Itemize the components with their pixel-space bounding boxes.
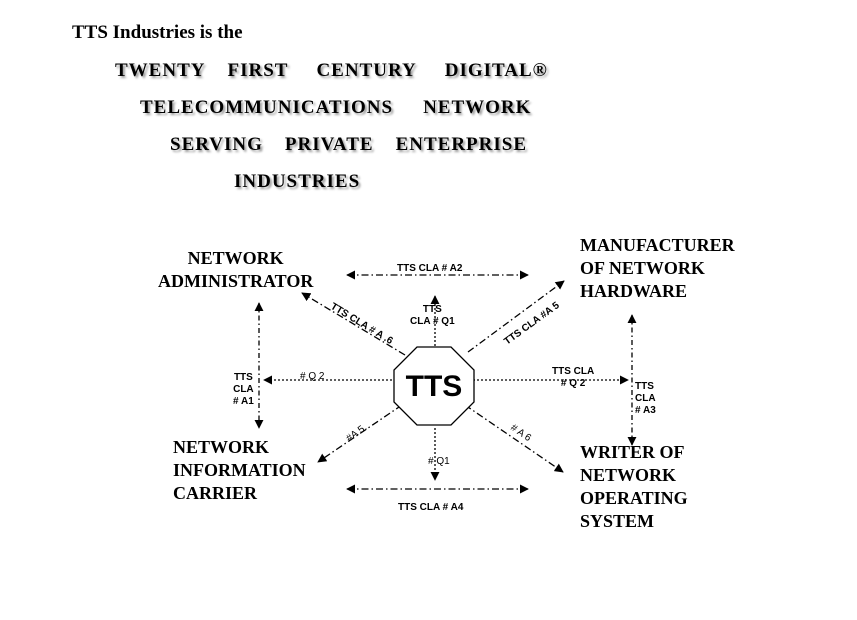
node-line: SYSTEM xyxy=(580,511,655,531)
heading-line-3: SERVING PRIVATE ENTERPRISE xyxy=(170,134,527,156)
label-line: TTS xyxy=(422,304,442,315)
node-line: CARRIER xyxy=(173,483,258,503)
heading-word: SERVING xyxy=(170,134,263,155)
heading-word: INDUSTRIES xyxy=(234,171,361,192)
label-a5-upper: TTS CLA #A 5 xyxy=(502,300,562,348)
heading-word: CENTURY xyxy=(316,60,417,81)
label-a1: TTS CLA # A1 xyxy=(233,372,254,408)
link-a5-lower xyxy=(317,404,403,463)
heading-word: DIGITAL® xyxy=(444,60,548,81)
node-os-writer: WRITER OF NETWORK OPERATING SYSTEM xyxy=(580,441,688,533)
node-manufacturer: MANUFACTURER OF NETWORK HARDWARE xyxy=(580,234,735,303)
heading-word: FIRST xyxy=(227,60,289,81)
heading-word: NETWORK xyxy=(423,97,532,118)
node-network-administrator: NETWORK ADMINISTRATOR xyxy=(158,247,313,293)
label-line: # A1 xyxy=(233,396,254,407)
label-line: CLA # Q1 xyxy=(410,316,455,327)
node-line: ADMINISTRATOR xyxy=(158,271,314,291)
label-a6-upper: TTS CLA # A .6 xyxy=(328,301,395,347)
label-a5-lower: #A 5. xyxy=(344,422,369,444)
label-a4: TTS CLA # A4 xyxy=(398,502,464,513)
heading-line-2: TELECOMMUNICATIONS NETWORK xyxy=(140,97,531,119)
label-a3: TTS CLA # A3 xyxy=(635,381,656,417)
link-a6-upper xyxy=(301,292,406,356)
node-line: INFORMATION xyxy=(173,460,306,480)
label-a2: TTS CLA # A2 xyxy=(397,263,463,274)
node-line: OF NETWORK xyxy=(580,258,705,278)
label-q1-top: TTS CLA # Q1 xyxy=(410,304,455,328)
node-line: NETWORK xyxy=(187,248,284,268)
label-q1-bottom: # Q1 xyxy=(428,456,450,467)
heading-word: ENTERPRISE xyxy=(395,134,527,155)
center-octagon xyxy=(393,346,475,426)
label-line: CLA xyxy=(233,384,254,395)
node-line: WRITER OF xyxy=(580,442,685,462)
link-a5-upper xyxy=(467,280,565,353)
heading-word: PRIVATE xyxy=(284,134,374,155)
node-line: NETWORK xyxy=(173,437,270,457)
heading-line-1: TWENTY FIRST CENTURY DIGITAL® xyxy=(115,60,548,82)
label-line: TTS xyxy=(635,381,654,392)
center-label: TTS xyxy=(406,370,463,403)
label-line: TTS xyxy=(233,372,253,383)
label-line: # A3 xyxy=(635,405,656,416)
node-line: HARDWARE xyxy=(580,281,688,301)
node-line: MANUFACTURER xyxy=(580,235,735,255)
heading-word: TWENTY xyxy=(115,60,206,81)
label-line: # Q 2 xyxy=(560,378,586,389)
node-information-carrier: NETWORK INFORMATION CARRIER xyxy=(173,436,306,505)
node-line: NETWORK xyxy=(580,465,677,485)
heading-line-4: INDUSTRIES xyxy=(234,171,360,193)
node-line: OPERATING xyxy=(580,488,688,508)
label-q2-right: TTS CLA # Q 2 xyxy=(552,366,594,390)
label-q2-left: # Q 2 xyxy=(300,371,325,382)
label-line: CLA xyxy=(635,393,656,404)
heading-intro: TTS Industries is the xyxy=(72,22,243,43)
link-a6-lower xyxy=(464,404,564,473)
label-line: TTS CLA xyxy=(552,366,595,377)
heading-word: TELECOMMUNICATIONS xyxy=(140,97,394,118)
label-a6-lower: # A 6 xyxy=(508,422,533,444)
